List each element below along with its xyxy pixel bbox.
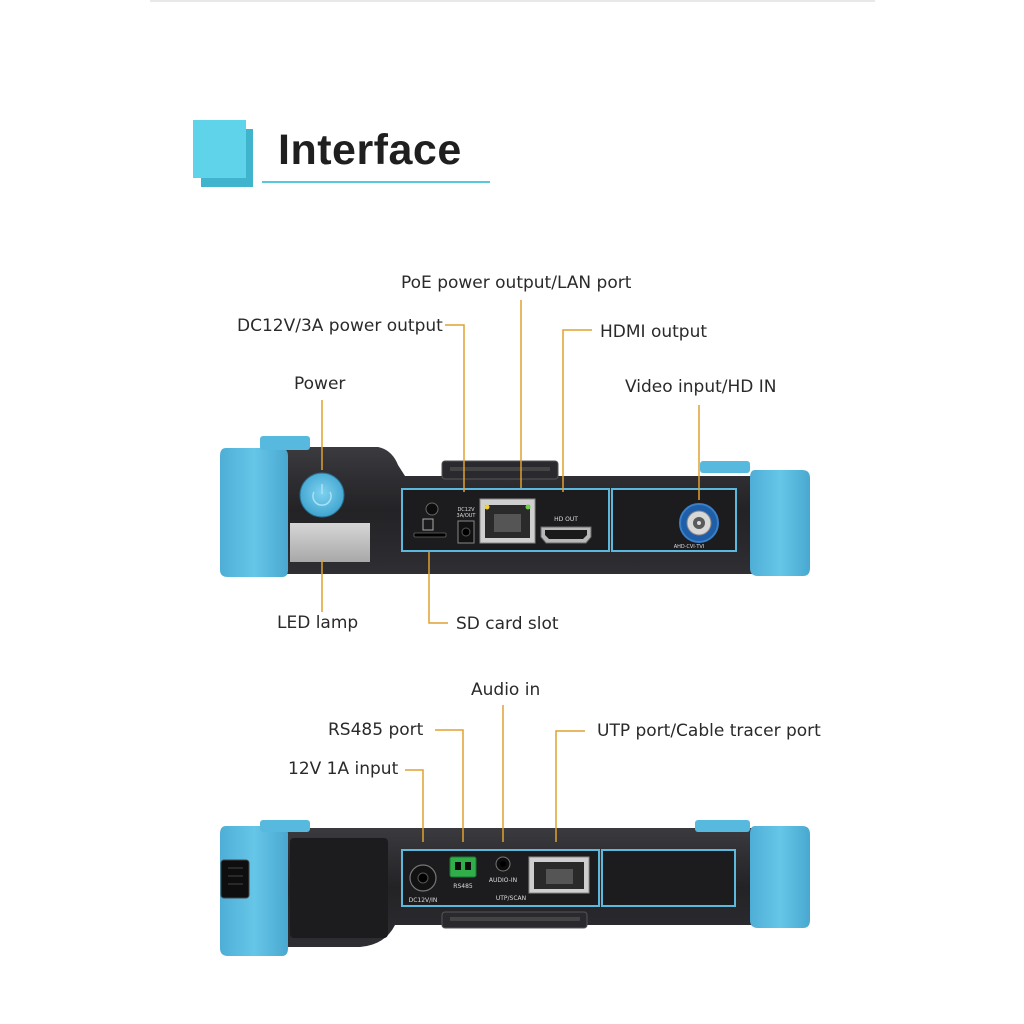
label-12v-input: 12V 1A input [288, 759, 399, 779]
utp-port: UTP/SCAN [496, 856, 590, 902]
sd-card-slot [413, 518, 447, 538]
audio-in-jack: AUDIO-IN [489, 856, 517, 884]
hdmi-port: HD OUT [540, 516, 592, 544]
bnc-video-input: AHD·CVI·TVI [674, 503, 719, 550]
label-hdmi-output: HDMI output [600, 322, 708, 342]
label-poe-lan-port: PoE power output/LAN port [401, 273, 632, 293]
dc-output-jack: DC12V 3A/OUT [457, 507, 477, 544]
hd-out-text: HD OUT [554, 516, 578, 523]
audio-in-text: AUDIO-IN [489, 877, 517, 884]
power-button [299, 472, 345, 518]
label-led-lamp: LED lamp [277, 613, 359, 633]
top-leader-lines [321, 300, 700, 624]
dc-out-text-2: 3A/OUT [457, 513, 477, 519]
dc-input-jack: DC12V/IN [409, 864, 438, 904]
label-dc12v-output: DC12V/3A power output [237, 316, 443, 336]
lan-port [479, 498, 536, 544]
page-title: Interface [278, 126, 462, 174]
top-divider [150, 0, 875, 2]
label-video-input: Video input/HD IN [625, 377, 777, 397]
label-utp-port: UTP port/Cable tracer port [597, 721, 821, 741]
dc-in-text: DC12V/IN [409, 897, 438, 904]
rs485-text: RS485 [453, 883, 473, 890]
header-square [193, 120, 246, 178]
dc-out-text: DC12V [457, 507, 475, 513]
bottom-leader-lines [405, 705, 585, 842]
bottom-device: DC12V/IN RS485 AUDIO-IN UTP/SCAN [220, 820, 810, 956]
header-underline [262, 181, 490, 183]
label-audio-in: Audio in [471, 680, 541, 700]
rs485-terminal: RS485 [449, 856, 477, 890]
label-rs485-port: RS485 port [328, 720, 424, 740]
label-power: Power [294, 374, 346, 394]
utp-text: UTP/SCAN [496, 895, 526, 902]
label-sd-card-slot: SD card slot [456, 614, 559, 634]
bnc-text: AHD·CVI·TVI [674, 544, 705, 550]
bottom-blank-panel [601, 849, 736, 907]
led-lamp [290, 523, 370, 562]
top-device: DC12V 3A/OUT HD OUT AHD·CVI·TVI [220, 436, 810, 577]
